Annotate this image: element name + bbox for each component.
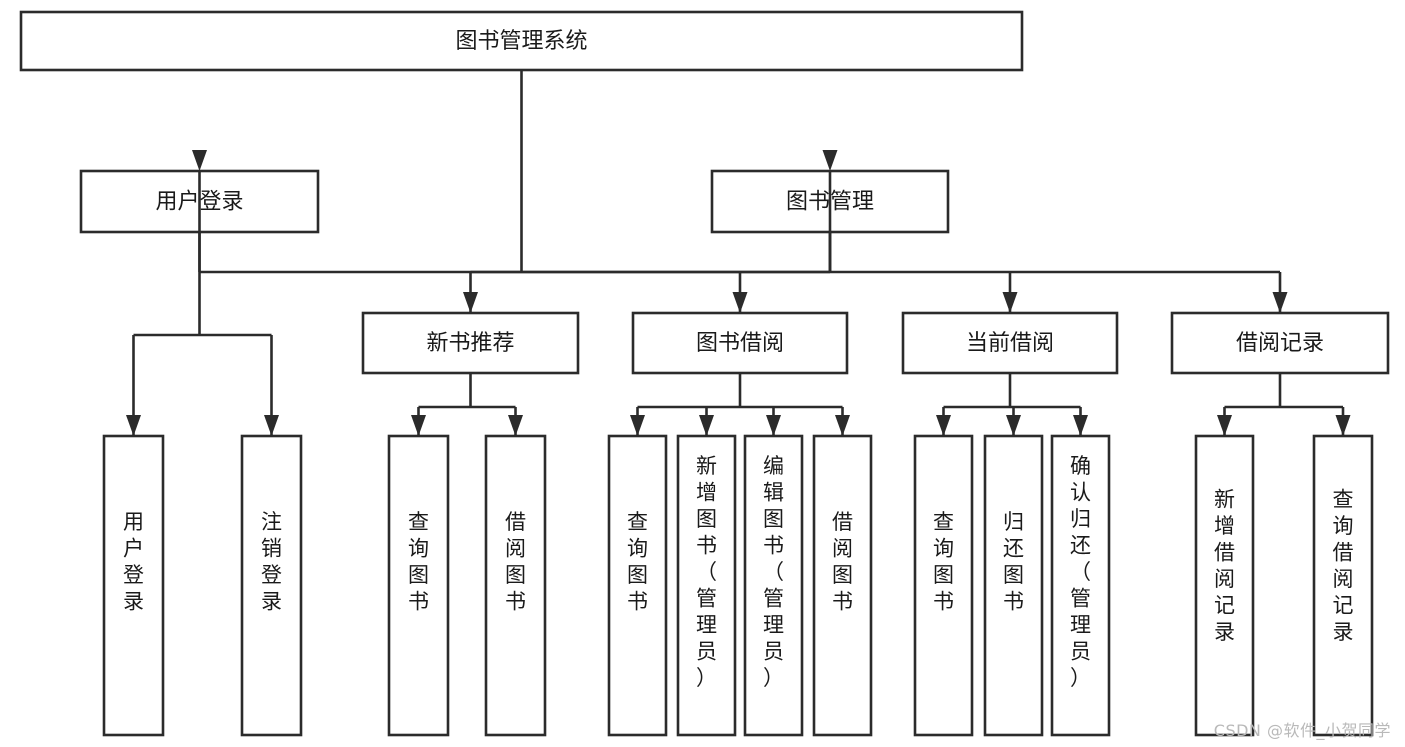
- node-label-book-borrow: 图书借阅: [696, 331, 784, 356]
- node-label-current-borrow: 当前借阅: [966, 331, 1054, 356]
- node-box-book-borrow[interactable]: [631, 311, 849, 375]
- arrow-head-br-query-record: [1335, 415, 1351, 436]
- node-label-cb-return-book: 归还图书: [1003, 510, 1024, 614]
- node-label-bb-add-book: 新增图书（管理员）: [696, 454, 717, 690]
- node-current-borrow[interactable]: 当前借阅: [901, 311, 1119, 375]
- node-box-br-add-record[interactable]: [1194, 434, 1255, 737]
- node-borrow-record[interactable]: 借阅记录: [1170, 311, 1390, 375]
- arrow-head-nbr-query-book: [411, 415, 426, 436]
- node-label-bb-edit-book: 编辑图书（管理员）: [763, 454, 784, 690]
- node-label-bb-borrow-book: 借阅图书: [832, 510, 853, 614]
- arrow-head-book-borrow: [732, 292, 748, 313]
- node-nbr-borrow-book[interactable]: 借阅图书: [484, 434, 547, 737]
- node-box-borrow-record[interactable]: [1170, 311, 1390, 375]
- arrow-head-book-manage: [822, 150, 838, 171]
- node-bb-add-book[interactable]: 新增图书（管理员）: [676, 434, 737, 737]
- node-box-bb-add-book[interactable]: [676, 434, 737, 737]
- node-label-nbr-borrow-book: 借阅图书: [505, 510, 526, 614]
- arrow-head-current-borrow: [1002, 292, 1018, 313]
- node-user-login-do[interactable]: 用户登录: [102, 434, 165, 737]
- arrow-head-bb-edit-book: [766, 415, 781, 436]
- node-box-root[interactable]: [19, 10, 1024, 72]
- arrow-head-bb-add-book: [699, 415, 714, 436]
- node-cb-query-book[interactable]: 查询图书: [913, 434, 974, 737]
- arrow-head-borrow-record: [1272, 292, 1288, 313]
- node-label-nbr-query-book: 查询图书: [408, 510, 429, 614]
- node-label-br-query-record: 查询借阅记录: [1333, 488, 1354, 645]
- node-label-user-logout: 注销登录: [261, 510, 282, 614]
- node-cb-confirm-return[interactable]: 确认归还（管理员）: [1050, 434, 1111, 737]
- node-box-cb-confirm-return[interactable]: [1050, 434, 1111, 737]
- node-box-cb-return-book[interactable]: [983, 434, 1044, 737]
- node-box-cb-query-book[interactable]: [913, 434, 974, 737]
- arrow-head-user-login: [192, 150, 207, 171]
- node-label-cb-query-book: 查询图书: [933, 510, 954, 614]
- node-label-root: 图书管理系统: [455, 29, 587, 54]
- node-label-br-add-record: 新增借阅记录: [1214, 488, 1235, 645]
- node-label-cb-confirm-return: 确认归还（管理员）: [1070, 454, 1091, 690]
- node-br-query-record[interactable]: 查询借阅记录: [1312, 434, 1374, 737]
- node-box-bb-edit-book[interactable]: [743, 434, 804, 737]
- arrow-head-new-book-recommend: [463, 292, 478, 313]
- node-box-current-borrow[interactable]: [901, 311, 1119, 375]
- arrow-head-user-login-do: [126, 415, 141, 436]
- arrow-head-bb-query-book: [630, 415, 645, 436]
- node-nbr-query-book[interactable]: 查询图书: [387, 434, 450, 737]
- node-cb-return-book[interactable]: 归还图书: [983, 434, 1044, 737]
- node-box-bb-borrow-book[interactable]: [812, 434, 873, 737]
- node-label-user-login-do: 用户登录: [123, 510, 144, 614]
- arrow-head-bb-borrow-book: [835, 415, 850, 436]
- node-box-user-logout[interactable]: [240, 434, 303, 737]
- arrow-head-cb-confirm-return: [1073, 415, 1088, 436]
- node-bb-query-book[interactable]: 查询图书: [607, 434, 668, 737]
- node-book-borrow[interactable]: 图书借阅: [631, 311, 849, 375]
- arrow-head-nbr-borrow-book: [508, 415, 523, 436]
- node-label-new-book-recommend: 新书推荐: [426, 331, 514, 356]
- arrow-head-cb-return-book: [1006, 415, 1021, 436]
- arrow-head-cb-query-book: [936, 415, 951, 436]
- node-root[interactable]: 图书管理系统: [19, 10, 1024, 72]
- node-bb-borrow-book[interactable]: 借阅图书: [812, 434, 873, 737]
- node-user-logout[interactable]: 注销登录: [240, 434, 303, 737]
- node-new-book-recommend[interactable]: 新书推荐: [361, 311, 580, 375]
- node-label-borrow-record: 借阅记录: [1236, 331, 1324, 356]
- node-br-add-record[interactable]: 新增借阅记录: [1194, 434, 1255, 737]
- arrow-head-user-logout: [264, 415, 279, 436]
- arrow-head-br-add-record: [1217, 415, 1232, 436]
- node-box-user-login-do[interactable]: [102, 434, 165, 737]
- node-box-nbr-borrow-book[interactable]: [484, 434, 547, 737]
- node-label-bb-query-book: 查询图书: [627, 510, 648, 614]
- node-bb-edit-book[interactable]: 编辑图书（管理员）: [743, 434, 804, 737]
- node-box-br-query-record[interactable]: [1312, 434, 1374, 737]
- node-box-nbr-query-book[interactable]: [387, 434, 450, 737]
